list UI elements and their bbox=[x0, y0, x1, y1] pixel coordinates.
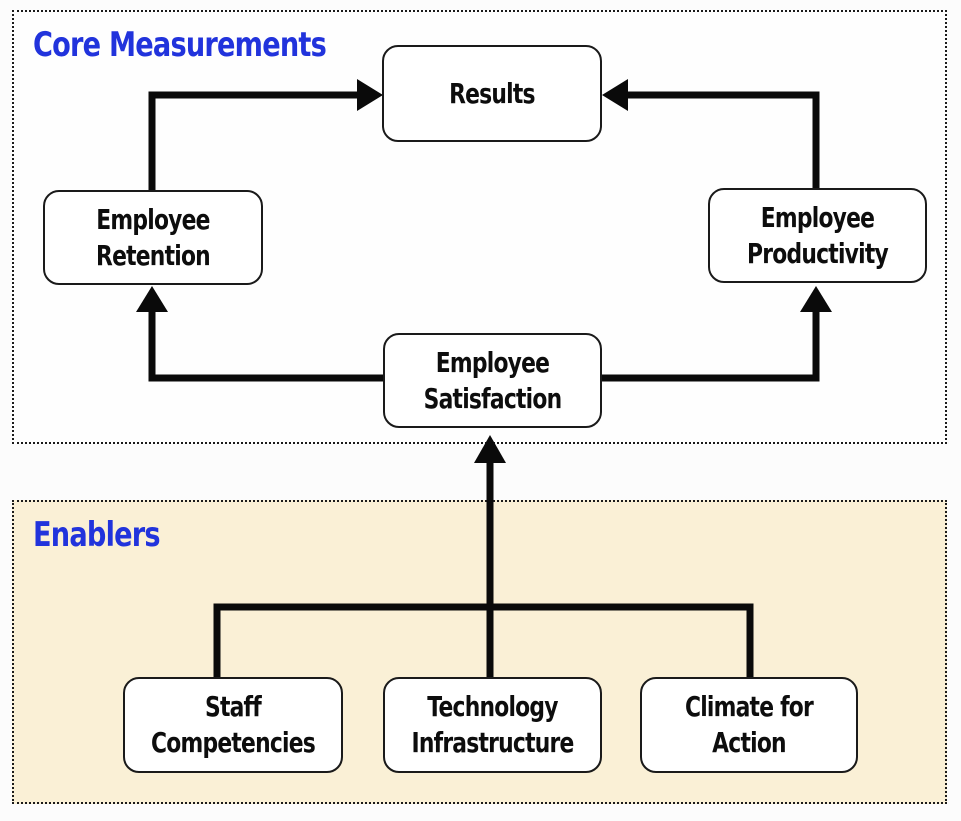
node-employee-productivity-label: Employee Productivity bbox=[747, 200, 889, 270]
node-employee-satisfaction-label: Employee Satisfaction bbox=[423, 345, 562, 415]
node-employee-retention-label: Employee Retention bbox=[96, 202, 211, 272]
node-technology-infrastructure-label: Technology Infrastructure bbox=[411, 690, 574, 759]
node-employee-productivity: Employee Productivity bbox=[708, 188, 927, 283]
node-climate-for-action-label: Climate for Action bbox=[684, 690, 814, 759]
node-employee-retention: Employee Retention bbox=[43, 190, 263, 285]
node-climate-for-action: Climate for Action bbox=[640, 677, 858, 773]
node-staff-competencies: Staff Competencies bbox=[123, 677, 343, 773]
node-results: Results bbox=[382, 45, 602, 142]
section-title-enablers: Enablers bbox=[33, 515, 161, 555]
section-title-core-measurements: Core Measurements bbox=[33, 25, 327, 65]
node-staff-competencies-label: Staff Competencies bbox=[151, 690, 316, 759]
node-results-label: Results bbox=[449, 76, 535, 110]
node-employee-satisfaction: Employee Satisfaction bbox=[383, 333, 602, 428]
node-technology-infrastructure: Technology Infrastructure bbox=[383, 677, 602, 773]
